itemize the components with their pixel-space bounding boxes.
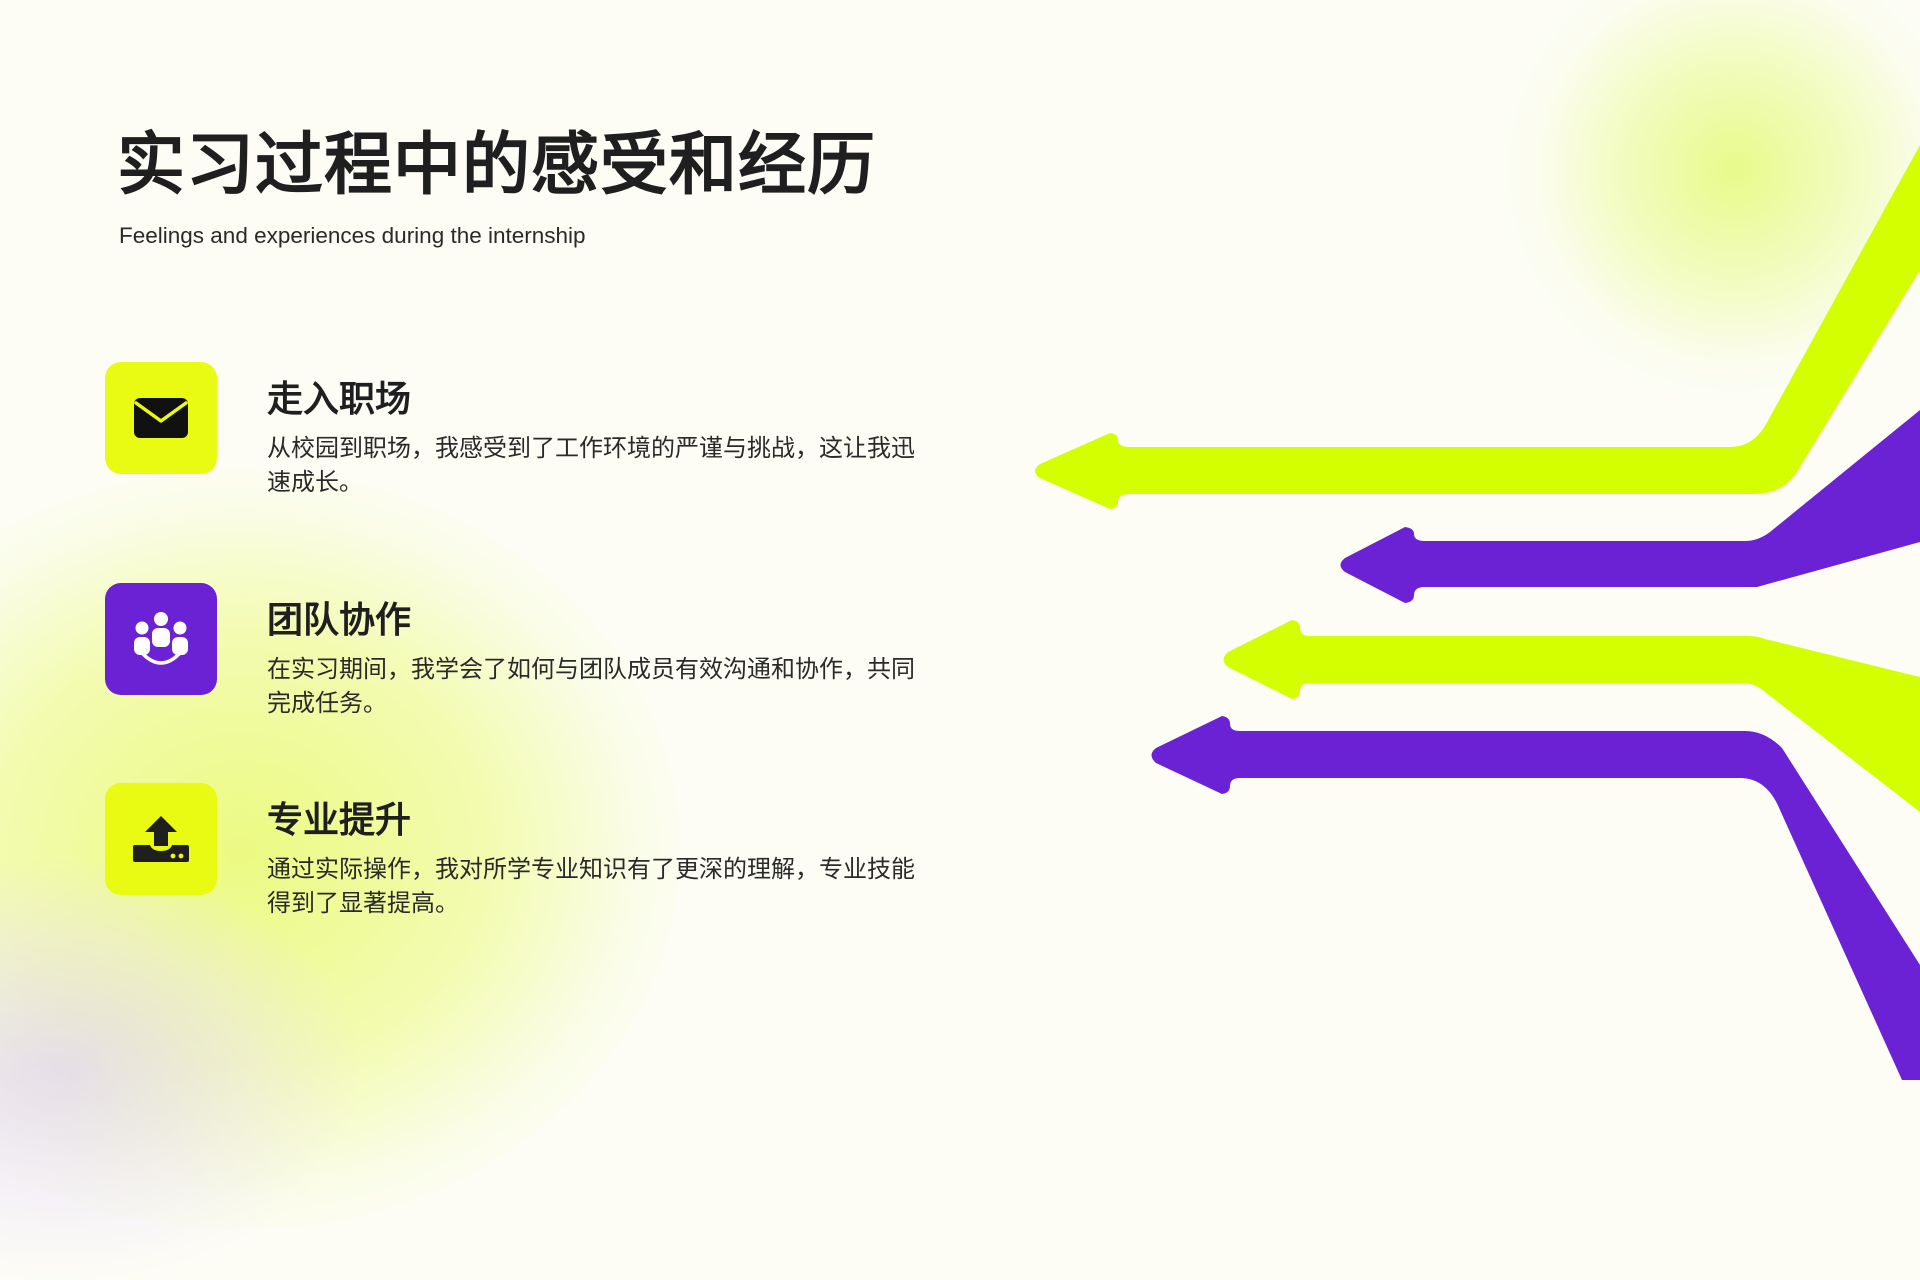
team-icon: [132, 611, 190, 667]
envelope-icon: [133, 397, 189, 439]
icon-box: [105, 783, 217, 895]
slide-title: 实习过程中的感受和经历: [117, 122, 876, 208]
list-item-entering-workplace: 走入职场 从校园到职场，我感受到了工作环境的严谨与挑战，这让我迅速成长。: [105, 362, 935, 512]
slide-subtitle: Feelings and experiences during the inte…: [119, 222, 586, 250]
list-item-teamwork: 团队协作 在实习期间，我学会了如何与团队成员有效沟通和协作，共同完成任务。: [105, 583, 935, 733]
item-heading: 团队协作: [267, 597, 411, 643]
arrow-purple-1: [1341, 410, 1920, 603]
icon-box: [105, 362, 217, 474]
item-heading: 专业提升: [267, 797, 411, 843]
arrow-lime-1: [1035, 145, 1920, 509]
icon-box: [105, 583, 217, 695]
item-body: 通过实际操作，我对所学专业知识有了更深的理解，专业技能得到了显著提高。: [267, 853, 937, 921]
item-body: 从校园到职场，我感受到了工作环境的严谨与挑战，这让我迅速成长。: [267, 432, 937, 500]
arrow-purple-2: [1152, 716, 1920, 1080]
list-item-professional-growth: 专业提升 通过实际操作，我对所学专业知识有了更深的理解，专业技能得到了显著提高。: [105, 783, 935, 933]
item-heading: 走入职场: [267, 376, 411, 422]
arrow-lime-2: [1224, 620, 1920, 812]
item-body: 在实习期间，我学会了如何与团队成员有效沟通和协作，共同完成任务。: [267, 653, 937, 721]
upload-icon: [132, 815, 190, 863]
